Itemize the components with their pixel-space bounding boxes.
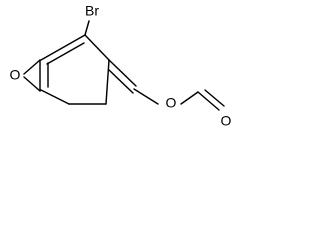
molecule-drawing: Br O O O [10, 3, 232, 129]
bond-vinyl-to-ester-o [133, 88, 159, 105]
bond-c-c-top-left [40, 34, 86, 61]
bond-ch2-c [40, 89, 70, 105]
bond-exocyclic-double-a [108, 59, 137, 87]
bond-c-exocyclic-carbon [105, 59, 110, 105]
chemical-structure-canvas: Br O O O [0, 0, 234, 156]
ester-oxygen-label: O [166, 95, 177, 111]
bond-c-br [84, 20, 90, 36]
bond-c-cbr [84, 34, 110, 61]
bond-epoxide-bottom [23, 76, 41, 92]
bromine-label: Br [85, 3, 99, 19]
carbonyl-oxygen-label: O [221, 113, 232, 129]
bond-exocyclic-double-b [108, 69, 134, 94]
bond-ester-o-to-carbonyl-c [180, 91, 199, 105]
bond-epoxide-top [23, 59, 41, 75]
epoxide-oxygen-label: O [10, 67, 21, 83]
bond-c-c-top-left-inner [46, 42, 85, 65]
bond-carbonyl-double-a [197, 91, 220, 111]
bond-carbonyl-double-b [204, 89, 225, 107]
